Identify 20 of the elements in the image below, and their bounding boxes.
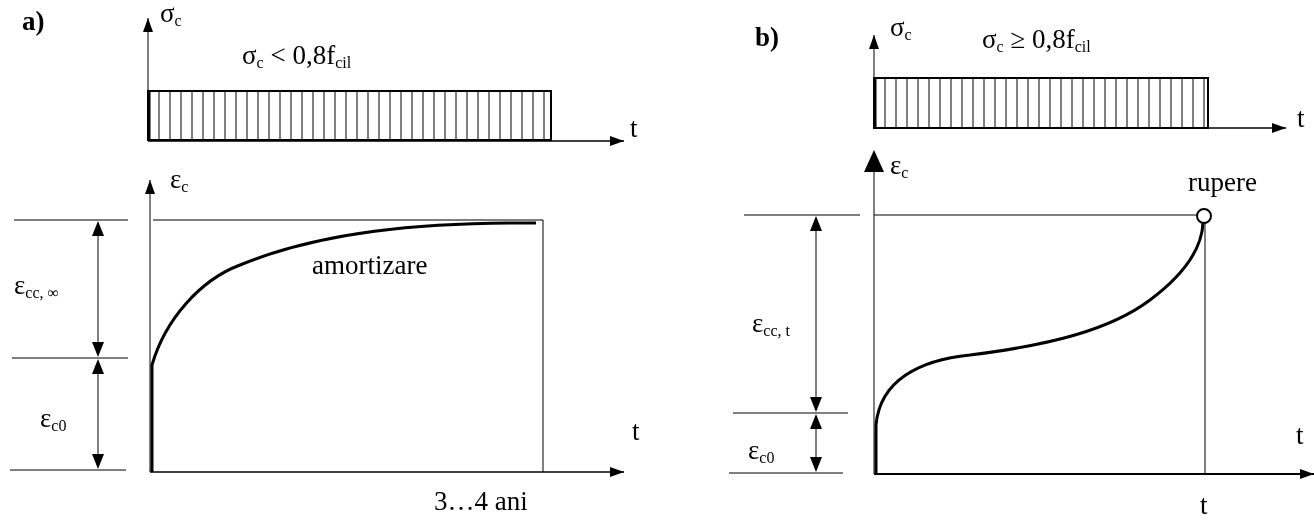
- axis-label: t: [630, 113, 638, 143]
- dimension-label: ε$_{cc, t}$: [752, 308, 790, 338]
- point-label: rupere: [1188, 167, 1257, 197]
- axis-label: t: [1200, 490, 1208, 520]
- axis-label: t: [632, 416, 640, 446]
- dimension-label: ε$_{c0}$: [748, 435, 775, 465]
- axis-label: σ$_{c}$: [160, 0, 182, 28]
- axis-label: ε$_{c}$: [890, 150, 909, 180]
- axis-label: σ$_{c}$: [890, 12, 912, 42]
- axis-label: 3…4 ani: [434, 486, 528, 516]
- dimension-label: ε$_{c0}$: [40, 403, 67, 433]
- axis-label: ε$_{c}$: [170, 164, 189, 194]
- load-label: σ$_{c}$ < 0,8f$_{cil}$: [242, 40, 352, 70]
- axis-label: t: [1296, 420, 1304, 450]
- curve-label: amortizare: [312, 250, 428, 280]
- load-label: σ$_{c}$ ≥ 0,8f$_{cil}$: [982, 24, 1091, 54]
- dimension-label: ε$_{cc, ∞}$: [14, 270, 59, 300]
- axis-label: t: [1297, 103, 1305, 133]
- panel-label: a): [22, 6, 45, 36]
- panel-label: b): [755, 22, 779, 52]
